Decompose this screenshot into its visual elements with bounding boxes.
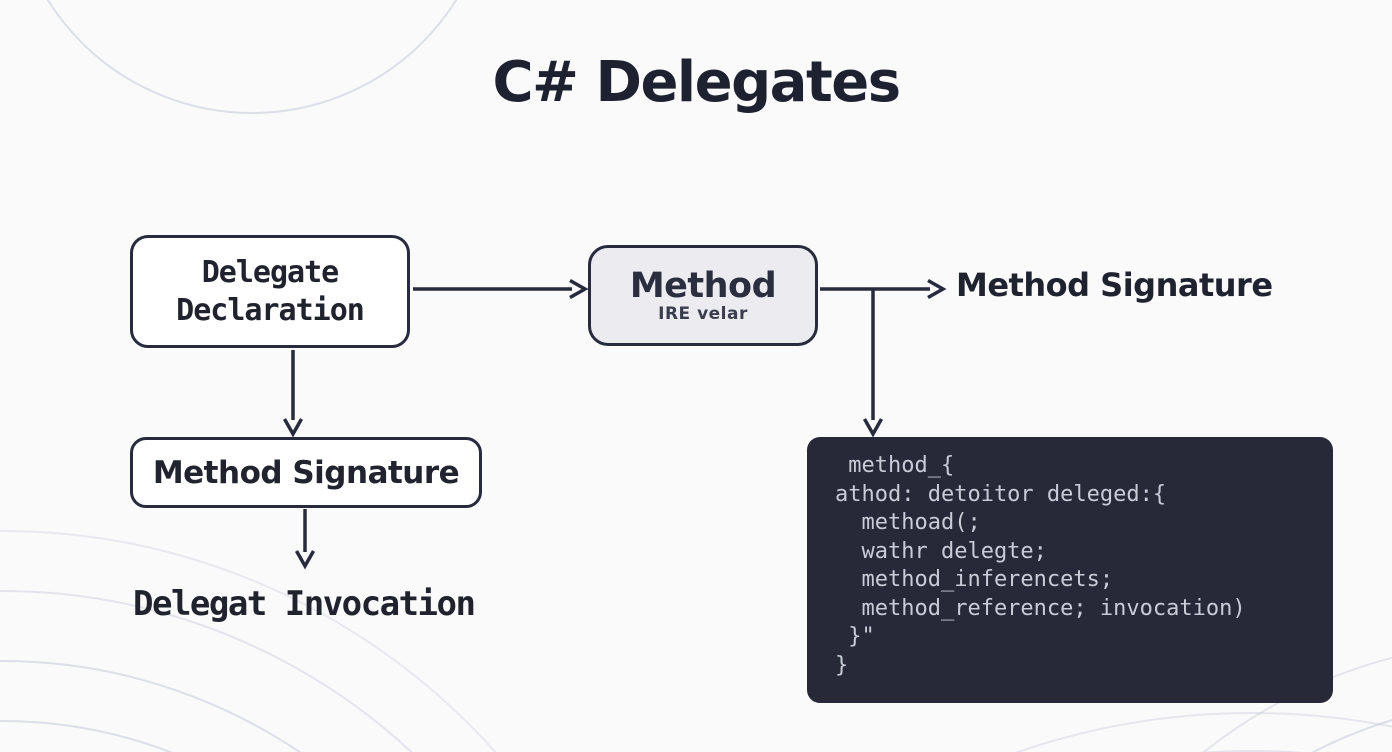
page-title: C# Delegates [492,50,901,115]
method-signature-box-label: Method Signature [152,454,460,491]
code-block: method_{ athod: detoitor deleged:{ metho… [807,437,1333,703]
delegate-declaration-box: Delegate Declaration [130,235,410,348]
code-line: }" [835,624,875,649]
arrowhead-down [294,550,316,570]
code-line: method_{ [835,453,955,478]
code-line: athod: detoitor deleged:{ [835,481,1167,507]
method-box: Method IRE velar [588,245,818,346]
decor-arc [0,720,474,752]
code-line: method_reference; invocation) [835,595,1246,621]
arrowhead-right [927,278,947,300]
code-line: wathr delegte; [835,538,1047,564]
code-line: method_inferencets; [835,567,1114,592]
arrowhead-down [282,418,304,438]
method-box-label: Method [629,265,777,306]
code-line: } [835,652,849,678]
delegate-declaration-label-line2: Declaration [176,292,365,328]
delegate-invocation-label: Delegat Invocation [133,584,476,624]
delegate-declaration-label-line1: Delegate [201,254,339,290]
code-line: methoad(; [835,510,981,535]
decor-arc [0,530,664,752]
arrowhead-down [862,418,884,438]
method-signature-label: Method Signature [956,266,1273,304]
method-box-sublabel: IRE velar [658,303,748,324]
decor-arc [530,712,1392,752]
arrowhead-right [569,278,589,300]
method-signature-box: Method Signature [130,437,482,508]
decor-arc [0,660,534,752]
decor-arc [1070,700,1392,752]
